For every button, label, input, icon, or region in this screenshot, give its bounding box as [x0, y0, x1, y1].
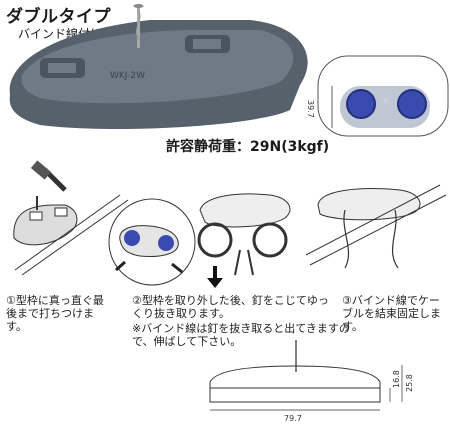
- step-1-text: ①型枠に真っ直ぐ最後まで打ちつけます。: [6, 294, 104, 333]
- step-3-text: ③バインド線でケーブルを結束固定します。: [342, 294, 441, 333]
- step3-illustration: [305, 182, 447, 274]
- inset-top-view: [317, 55, 449, 137]
- side-view: [209, 340, 403, 411]
- step1-illustration: [6, 160, 129, 276]
- svg-text:WKJ-2W: WKJ-2W: [110, 71, 145, 81]
- step-2-note: ※バインド線は釘を抜き取ると出てきますので、伸ばして下さい。: [132, 322, 350, 348]
- allowable-load: 許容静荷重：29N(3kgf): [166, 139, 330, 155]
- dim-top-width: 39.7: [306, 100, 315, 118]
- dim-height-b: 25.8: [405, 374, 414, 392]
- step-2-text: ②型枠を取り外した後、釘をこじてゆっくり抜き取ります。: [132, 294, 329, 320]
- product-main-body: WKJ-2W: [9, 4, 308, 130]
- dim-height-a: 16.8: [392, 370, 401, 388]
- product-title: ダブルタイプ: [6, 7, 111, 27]
- step2-illustration: [108, 193, 291, 288]
- dim-width: 79.7: [284, 414, 302, 423]
